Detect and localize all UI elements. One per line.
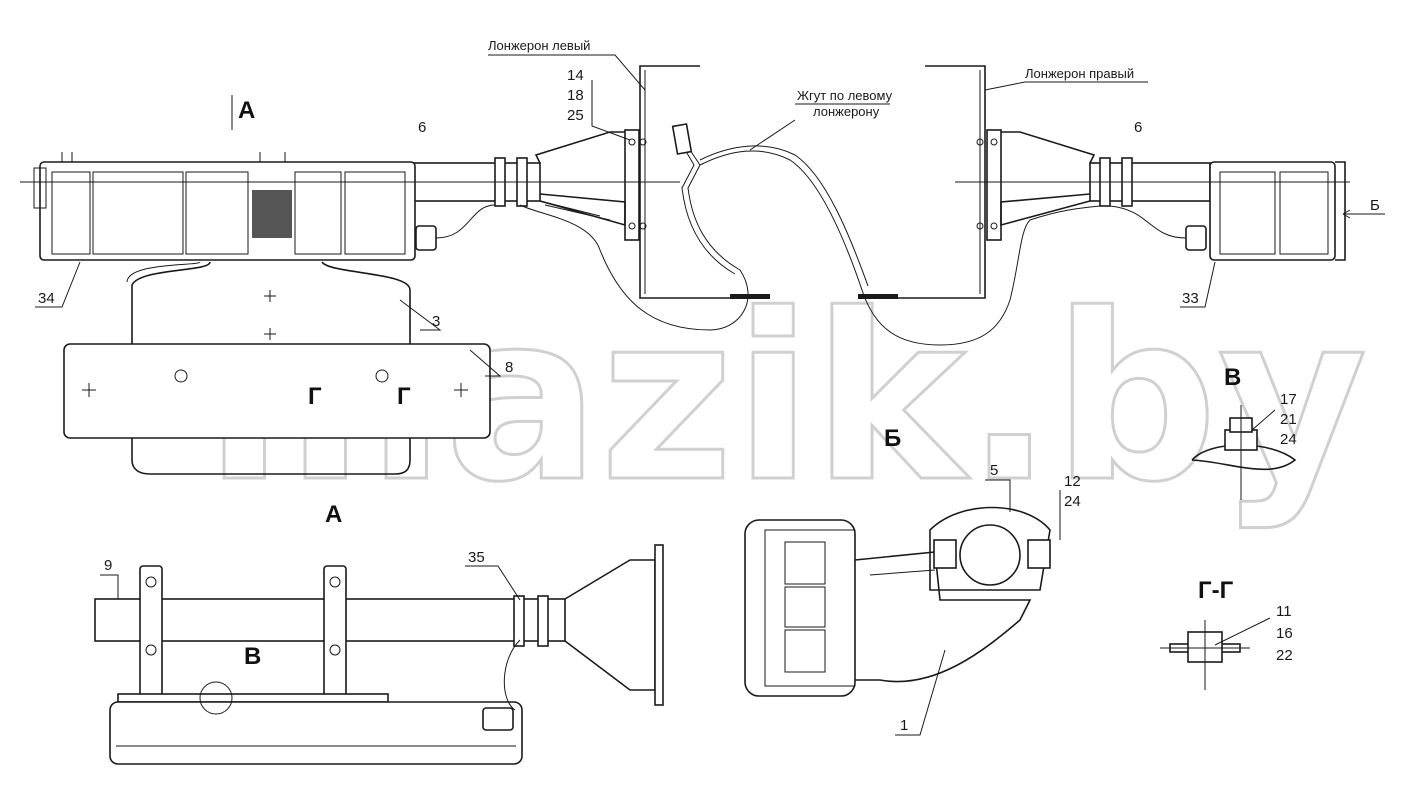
label-33: 33 <box>1182 290 1199 307</box>
wiring-harness <box>519 123 1101 346</box>
label-14: 14 <box>567 67 584 84</box>
label-spar-left: Лонжерон левый <box>488 38 590 53</box>
section-g-right: Г <box>397 383 411 410</box>
view-v <box>1191 405 1297 500</box>
view-a <box>94 544 664 765</box>
label-6-right: 6 <box>1134 119 1142 136</box>
label-24-b: 24 <box>1064 493 1081 510</box>
label-25: 25 <box>567 107 584 124</box>
label-22: 22 <box>1276 647 1293 664</box>
label-18: 18 <box>567 87 584 104</box>
label-harness2: лонжерону <box>813 104 880 119</box>
view-gg <box>1160 620 1250 690</box>
label-harness: Жгут по левому <box>797 88 893 103</box>
label-1: 1 <box>900 717 908 734</box>
label-8: 8 <box>505 359 513 376</box>
section-g-left: Г <box>308 383 322 410</box>
label-35: 35 <box>468 549 485 566</box>
view-b-arrow: Б <box>1370 197 1380 214</box>
view-a-marker: А <box>238 97 255 124</box>
view-v-title: В <box>1224 364 1241 391</box>
right-tail-lamp <box>955 131 1350 261</box>
view-v-marker: В <box>244 643 261 670</box>
label-16: 16 <box>1276 625 1293 642</box>
label-21: 21 <box>1280 411 1297 428</box>
label-spar-right: Лонжерон правый <box>1025 66 1134 81</box>
label-12: 12 <box>1064 473 1081 490</box>
leader-lines <box>35 54 1385 736</box>
view-b <box>744 506 1051 697</box>
left-tail-lamp <box>20 131 680 261</box>
label-34: 34 <box>38 290 55 307</box>
label-17: 17 <box>1280 391 1297 408</box>
label-24-v: 24 <box>1280 431 1297 448</box>
label-6-left: 6 <box>418 119 426 136</box>
label-11: 11 <box>1276 603 1292 620</box>
view-b-title: Б <box>884 425 901 452</box>
view-a-title: А <box>325 501 342 528</box>
label-3: 3 <box>432 313 440 330</box>
view-gg-title: Г-Г <box>1198 577 1234 604</box>
right-spar <box>858 65 1002 299</box>
label-9: 9 <box>104 557 112 574</box>
label-5: 5 <box>990 462 998 479</box>
license-bracket <box>63 261 491 475</box>
